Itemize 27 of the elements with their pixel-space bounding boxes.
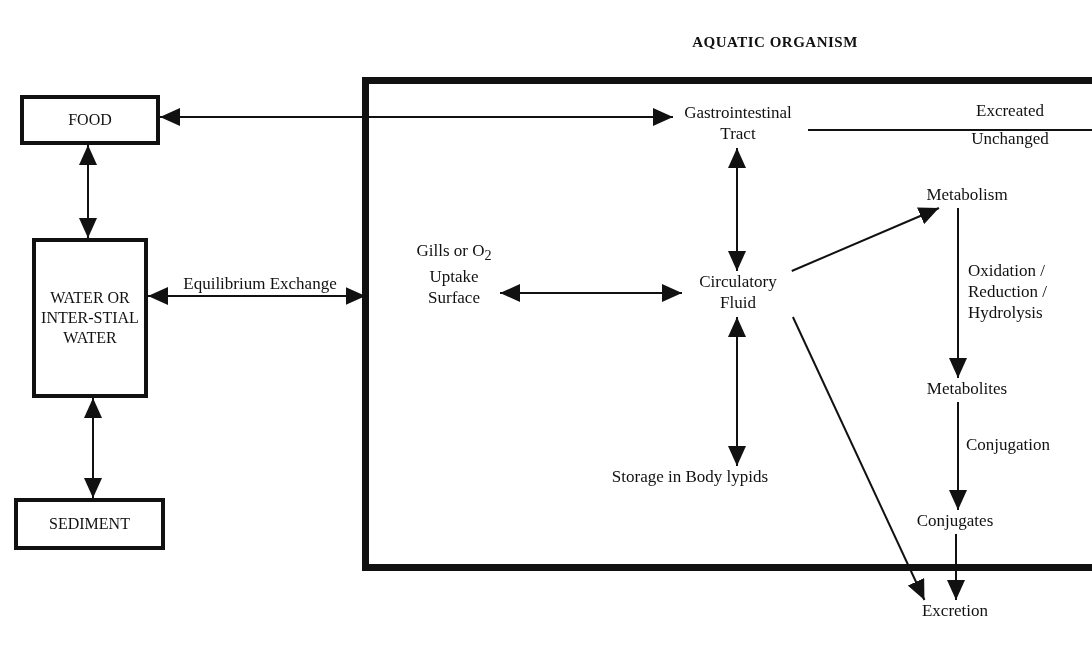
double-arrow <box>84 397 102 499</box>
compartment-box: WATER OR INTER-STIAL WATER <box>32 238 148 398</box>
region-heading: AQUATIC ORGANISM <box>691 33 859 52</box>
arrow <box>949 207 967 379</box>
edge-label: Oxidation / Reduction / Hydrolysis <box>968 260 1048 323</box>
process-label: Circulatory Fluid <box>682 271 794 317</box>
process-label: Gills or O$_{2}$ Uptake Surface <box>408 240 500 306</box>
double-arrow <box>728 316 746 467</box>
arrow <box>949 401 967 511</box>
arrow <box>791 316 926 601</box>
compartment-box: FOOD <box>20 95 160 145</box>
arrow <box>947 533 965 601</box>
double-arrow <box>499 284 683 302</box>
process-label: Storage in Body lypids <box>580 466 800 490</box>
double-arrow <box>728 147 746 272</box>
process-label: Conjugates <box>900 510 1010 534</box>
compartment-box: SEDIMENT <box>14 498 165 550</box>
process-label: Gastrointestinal Tract <box>673 102 803 148</box>
double-arrow <box>159 108 674 126</box>
process-label: Excreated Unchanged <box>955 97 1065 153</box>
process-label: Excretion <box>910 600 1000 624</box>
edge-label: Conjugation <box>966 434 1052 455</box>
process-label: Metabolites <box>915 378 1019 402</box>
process-label: Metabolism <box>915 184 1019 208</box>
edge-label: Equilibrium Exchange <box>182 273 338 295</box>
double-arrow <box>79 144 97 239</box>
arrow <box>790 207 940 272</box>
